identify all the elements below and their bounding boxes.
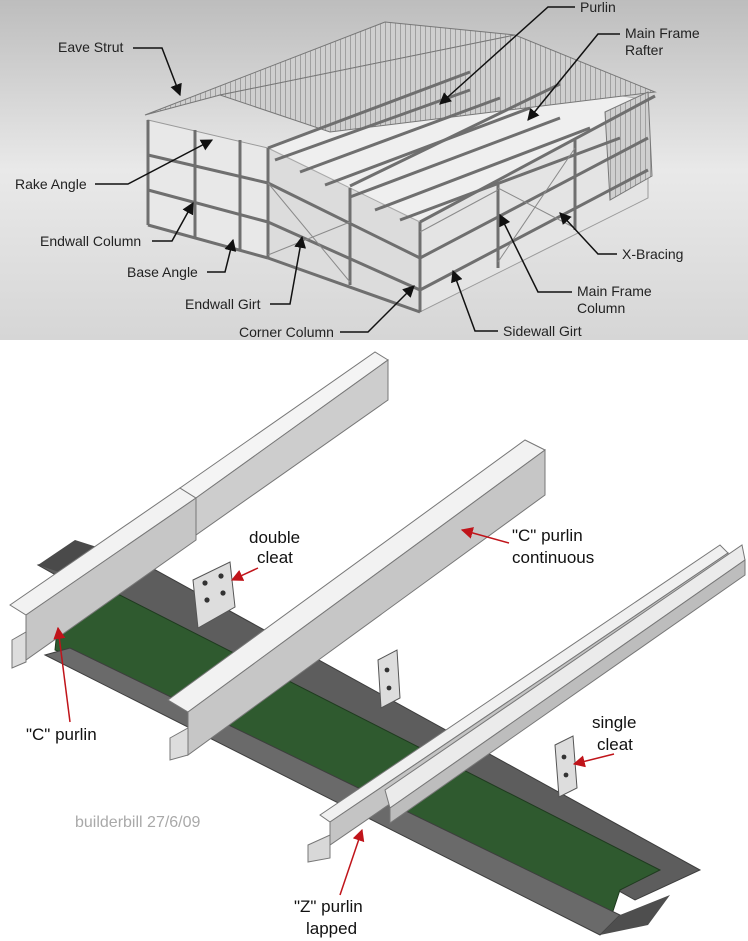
label-z-purlin-line1: "Z" purlin xyxy=(294,897,363,916)
label-sidewall-girt: Sidewall Girt xyxy=(503,323,582,339)
top-leader-lines xyxy=(95,6,620,333)
c-purlin-left xyxy=(9,351,389,669)
middle-cleat xyxy=(377,649,401,709)
label-main-frame-column-line1: Main Frame xyxy=(577,283,652,299)
label-c-purlin-continuous-line1: "C" purlin xyxy=(512,526,583,545)
label-double-cleat-line1: double xyxy=(249,528,300,547)
label-c-purlin: "C" purlin xyxy=(26,725,97,744)
label-endwall-girt: Endwall Girt xyxy=(185,296,261,312)
double-cleat xyxy=(192,561,236,629)
label-c-purlin-continuous-line2: continuous xyxy=(512,548,594,567)
label-endwall-column: Endwall Column xyxy=(40,233,141,249)
label-single-cleat-line1: single xyxy=(592,713,636,732)
c-purlin-continuous xyxy=(167,439,546,761)
label-double-cleat-line2: cleat xyxy=(257,548,293,567)
label-main-frame-rafter-line2: Rafter xyxy=(625,42,663,58)
columns xyxy=(146,120,577,312)
purlin-connection-diagram: double cleat "C" purlin continuous "C" p… xyxy=(9,351,746,938)
label-corner-column: Corner Column xyxy=(239,324,334,340)
flange-tab xyxy=(38,540,100,573)
label-main-frame-column-line2: Column xyxy=(577,300,625,316)
i-beam-end xyxy=(600,895,670,935)
x-bracing-lines xyxy=(267,147,576,283)
roof-purlins xyxy=(274,88,621,222)
label-eave-strut: Eave Strut xyxy=(58,39,123,55)
bottom-leader-arrows xyxy=(53,527,615,896)
label-single-cleat-line2: cleat xyxy=(597,735,633,754)
panel-divider xyxy=(0,340,748,344)
z-purlin-lapped xyxy=(307,544,746,863)
girts xyxy=(147,136,649,314)
label-purlin: Purlin xyxy=(580,0,616,15)
single-cleat xyxy=(554,735,578,798)
label-base-angle: Base Angle xyxy=(127,264,198,280)
watermark: builderbill 27/6/09 xyxy=(75,814,201,831)
label-z-purlin-line2: lapped xyxy=(306,919,357,938)
label-x-bracing: X-Bracing xyxy=(622,246,683,262)
label-main-frame-rafter-line1: Main Frame xyxy=(625,25,700,41)
main-frame-rafters xyxy=(267,70,656,224)
building-frame-diagram: Purlin Main Frame Rafter Eave Strut Rake… xyxy=(0,0,748,340)
label-rake-angle: Rake Angle xyxy=(15,176,87,192)
